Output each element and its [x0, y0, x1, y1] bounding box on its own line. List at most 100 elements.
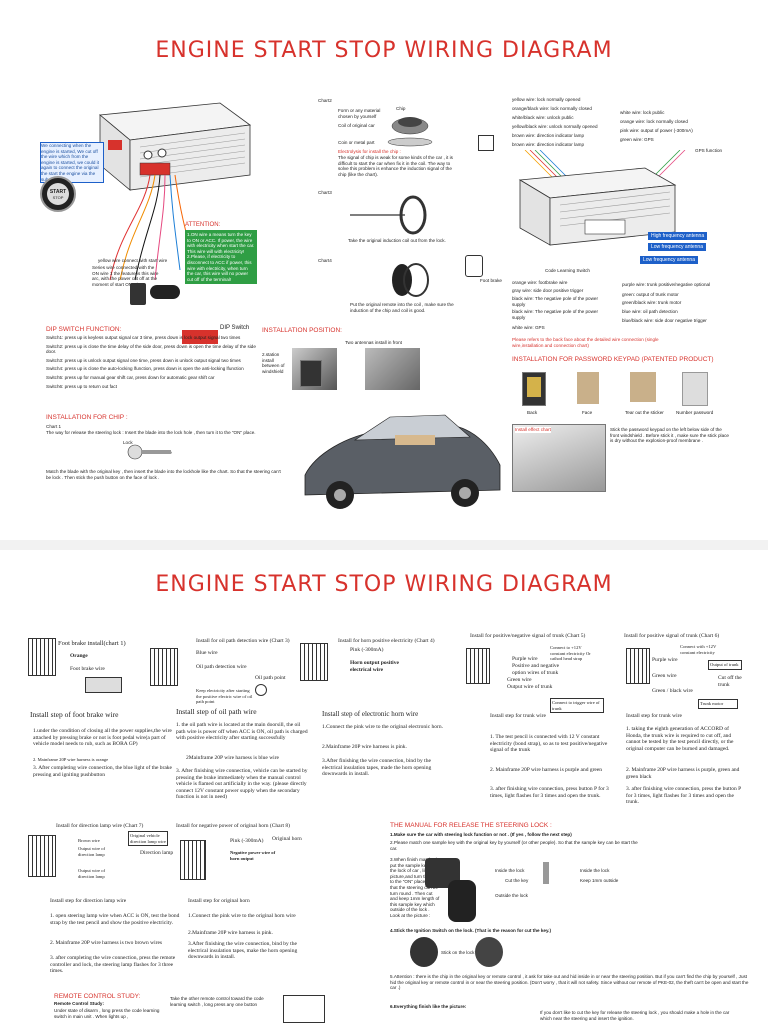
chart2-label: Chart2 — [318, 98, 332, 103]
dip-item: Switch6: press up to return out fact — [46, 383, 117, 389]
c6-output: Output of trunk — [708, 660, 742, 670]
c1-pedal — [85, 677, 122, 693]
pw-step-label: Number password — [676, 410, 714, 415]
top-title: ENGINE START STOP WIRING DIAGRAM — [155, 38, 613, 63]
c6-connect: Connect with +12V constant electricity — [680, 644, 717, 655]
c5-output: Output wire of trunk — [507, 684, 553, 690]
attention-text-1: 1.ON wire a means turn the key to ON or … — [187, 232, 255, 254]
car-illustration — [304, 414, 501, 509]
chart2-item: Coil of original car — [338, 123, 375, 128]
c4-text-2: 2.Mainframe 20P wire harness is pink. — [322, 744, 407, 750]
c3-oil: Oil path detection wire — [196, 664, 247, 670]
chart3-note: Take the original induction coil out fro… — [348, 238, 446, 243]
c7-lamp: Direction lamp — [140, 850, 174, 856]
attention-title: ATTENTION: — [185, 222, 221, 228]
c6-panel — [626, 648, 650, 684]
antenna-label: High frequency antenna — [648, 232, 708, 240]
c3-text: 1. the oil path wire is located at the m… — [176, 722, 308, 742]
c5-panel — [466, 648, 490, 684]
keypad-face — [577, 372, 599, 404]
connection-note: We connecting when the engine is started… — [40, 142, 104, 184]
keypad-photo — [300, 360, 322, 387]
wire-label-mid: gray wire: side door positive trigger — [512, 288, 584, 293]
antenna-label: Low frequency antenna — [648, 243, 706, 251]
coil-drawing — [350, 195, 427, 235]
wire-label-mid: black wire: The negative pole of the pow… — [512, 309, 598, 320]
remote-coil-drawing — [392, 263, 429, 297]
dip-item: Switch3: press up is unlock output signa… — [46, 357, 241, 363]
wire-label-lower-right: purple wire: trunk positive/negative opt… — [622, 282, 711, 287]
keypad-number — [682, 372, 708, 406]
c4-title: Install for horn positive electricity (C… — [338, 638, 435, 644]
wire-label-left: brown wire: direction indicator lamp — [512, 133, 584, 138]
c6-greenblack: Green / black wire — [652, 688, 693, 694]
wire-label-left: white/black wire: unlock public — [512, 115, 574, 120]
key-cut-icon — [543, 862, 549, 884]
c7-output: Output wire of direction lamp — [78, 846, 106, 857]
keypad-back — [522, 372, 546, 406]
remote-module-icon — [283, 995, 325, 1023]
key-photo — [448, 880, 476, 922]
installation-chip-title: INSTALLATION FOR CHIP : — [46, 414, 128, 421]
chart3-label: Chart3 — [318, 190, 332, 195]
c3-title: Install for oil path detection wire (Cha… — [196, 638, 290, 644]
c6-title: Install for positive signal of trunk (Ch… — [624, 633, 720, 639]
c8-title: Install for negative power of original h… — [176, 823, 290, 829]
c3-text-2: 2Mainframe 20P wire harness is blue wire — [186, 755, 279, 761]
two-antennas-label: Two antennas install in front — [345, 340, 402, 345]
connector-1 — [143, 150, 153, 160]
chart4-note: Put the original remote into the coil , … — [350, 302, 454, 313]
wire-label-right: green wire: GPS — [620, 137, 654, 142]
dip-list: Switch1: press up is keyless output sign… — [46, 335, 256, 389]
c8-panel — [180, 840, 206, 880]
dip-item: Switch2: press up is close the time dela… — [46, 343, 256, 355]
pw-step-label: Tear out the sticker — [625, 410, 664, 415]
chart2-item: Form or any material chosen by yourself — [338, 108, 381, 119]
c5-pos: Positive and negative option wires of tr… — [512, 663, 560, 676]
c7-output: Output wire of direction lamp — [78, 868, 106, 879]
c1-text-3: 3. After completing wire connection, the… — [33, 765, 172, 778]
wire-label-lower-right: blue wire: oil path detection — [622, 309, 678, 314]
c1-text-2: 2. Mainframe 20P wire harness is orange — [33, 757, 109, 762]
c6-purple: Purple wire — [652, 657, 678, 663]
c8-pink: Pink (-300mA) — [230, 838, 264, 844]
foot-brake-label: Foot brake — [480, 278, 502, 283]
dip-switch-block — [108, 140, 122, 150]
c8-step: Install step for original horn — [188, 898, 250, 904]
c4-panel — [300, 643, 328, 681]
bottom-title: ENGINE START STOP WIRING DIAGRAM — [155, 572, 613, 597]
c8-neg: Negative power wire of horn output — [230, 850, 276, 861]
c3-blue: Blue wire — [196, 650, 218, 656]
c4-pink: Pink (-300mA) — [350, 647, 384, 653]
inside-lock-label: Inside the lock — [495, 868, 525, 873]
wire-label-left: orange/black wire: lock normally closed — [512, 106, 592, 111]
password-title: INSTALLATION FOR PASSWORD KEYPAD (PATENT… — [512, 356, 714, 363]
attention-text-2: 2.Please, if electricity to disconnect t… — [187, 254, 252, 282]
relay — [130, 283, 146, 305]
chip-coil-drawing — [387, 117, 433, 147]
remote-text: Under state of disarm , long press the c… — [54, 1008, 160, 1019]
wire-label-lower-right: green: output of trunk motor — [622, 292, 679, 297]
c7-brown: Brown wire — [78, 838, 100, 843]
c5-title: Install for positive/negative signal of … — [470, 633, 586, 639]
manual-title: THE MANUAL FOR RELEASE THE STEERING LOCK… — [390, 822, 552, 829]
c1-text: 1.under the condition of closing all the… — [33, 728, 172, 748]
start-label: START — [49, 189, 67, 195]
c7-text-2: 2. Mainframe 20P wire harness is two bro… — [50, 940, 163, 946]
right-module-drawing — [518, 150, 686, 246]
manual-item: 6.Everything finish like the picture: — [390, 1004, 467, 1009]
lock-actuator — [478, 135, 494, 151]
wire-label-right: pink wire: output of power (-300mA) — [620, 128, 693, 133]
c5-text: 1. The test pencil is connected with 12 … — [490, 734, 608, 754]
final-note: If you don't like to cut the key for rel… — [540, 1010, 730, 1021]
chart2-note: The signal of chip is weak for some kind… — [338, 155, 453, 177]
remote-text-2: Take the other remote control toward the… — [170, 996, 264, 1007]
c8-text-2: 2.Mainframe 20P wire harness is pink. — [188, 930, 273, 936]
inset-photo — [512, 424, 606, 492]
c7-text: 1. open steering lamp wire when ACC is O… — [50, 913, 180, 926]
c6-green: Green wire — [652, 673, 677, 679]
outside-lock-label: Outside the lock — [495, 893, 528, 898]
c5-step: Install step for trunk wire — [490, 713, 546, 719]
c3-point: Oil path point — [255, 675, 286, 681]
chart4-label: Chart4 — [318, 258, 332, 263]
